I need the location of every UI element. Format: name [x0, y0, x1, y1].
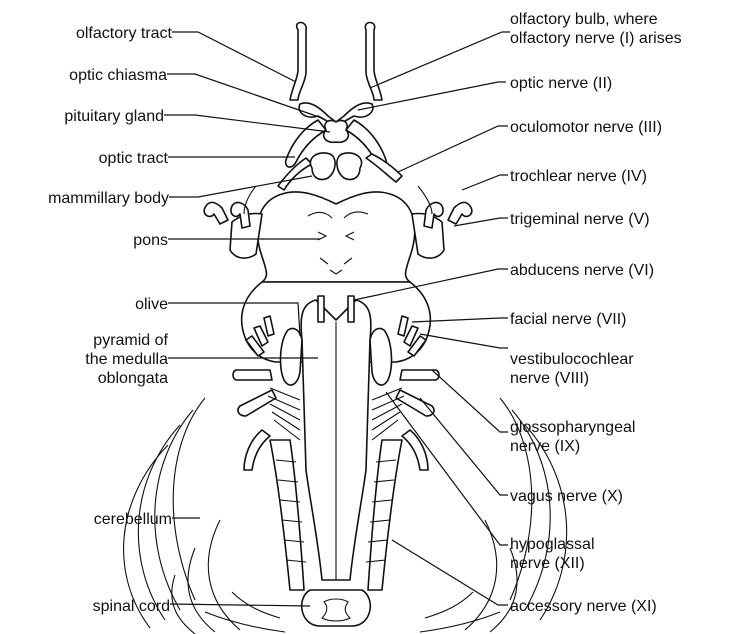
- label-olive: olive: [135, 296, 168, 313]
- label-olfactory-bulb-line2: olfactory nerve (I) arises: [510, 30, 682, 47]
- label-olfactory-tract: olfactory tract: [76, 25, 173, 42]
- label-pons: pons: [133, 232, 168, 249]
- label-optic-nerve: optic nerve (II): [510, 75, 612, 92]
- label-vestibulocochlear-line2: nerve (VIII): [510, 370, 589, 387]
- label-mammillary-body: mammillary body: [48, 190, 169, 207]
- label-hypoglossal-line2: nerve (XII): [510, 555, 585, 572]
- label-spinal-cord: spinal cord: [93, 598, 170, 615]
- label-trochlear-nerve: trochlear nerve (IV): [510, 168, 647, 185]
- label-pituitary-gland: pituitary gland: [64, 108, 164, 125]
- label-oculomotor-nerve: oculomotor nerve (III): [510, 119, 662, 136]
- label-vagus-nerve: vagus nerve (X): [510, 488, 623, 505]
- label-facial-nerve: facial nerve (VII): [510, 311, 626, 328]
- optic-drawing: [278, 103, 402, 190]
- label-optic-tract: optic tract: [99, 150, 169, 167]
- label-olfactory-bulb-line1: olfactory bulb, where: [510, 11, 658, 28]
- label-trigeminal-nerve: trigeminal nerve (V): [510, 211, 650, 228]
- label-optic-chiasma: optic chiasma: [69, 67, 167, 84]
- label-pyramid-line3: oblongata: [98, 370, 168, 387]
- label-accessory-nerve: accessory nerve (XI): [510, 598, 657, 615]
- olfactory-drawing: [290, 23, 382, 101]
- label-vestibulocochlear-line1: vestibulocochlear: [510, 351, 634, 368]
- label-pyramid-line2: the medulla: [85, 351, 168, 368]
- label-pyramid-line1: pyramid of: [93, 332, 168, 349]
- label-cerebellum: cerebellum: [94, 511, 172, 528]
- label-glossopharyngeal-line1: glossopharyngeal: [510, 419, 635, 436]
- label-abducens-nerve: abducens nerve (VI): [510, 262, 654, 279]
- pons-drawing: [257, 192, 415, 282]
- label-hypoglossal-line1: hypoglassal: [510, 536, 595, 553]
- label-glossopharyngeal-line2: nerve (IX): [510, 438, 580, 455]
